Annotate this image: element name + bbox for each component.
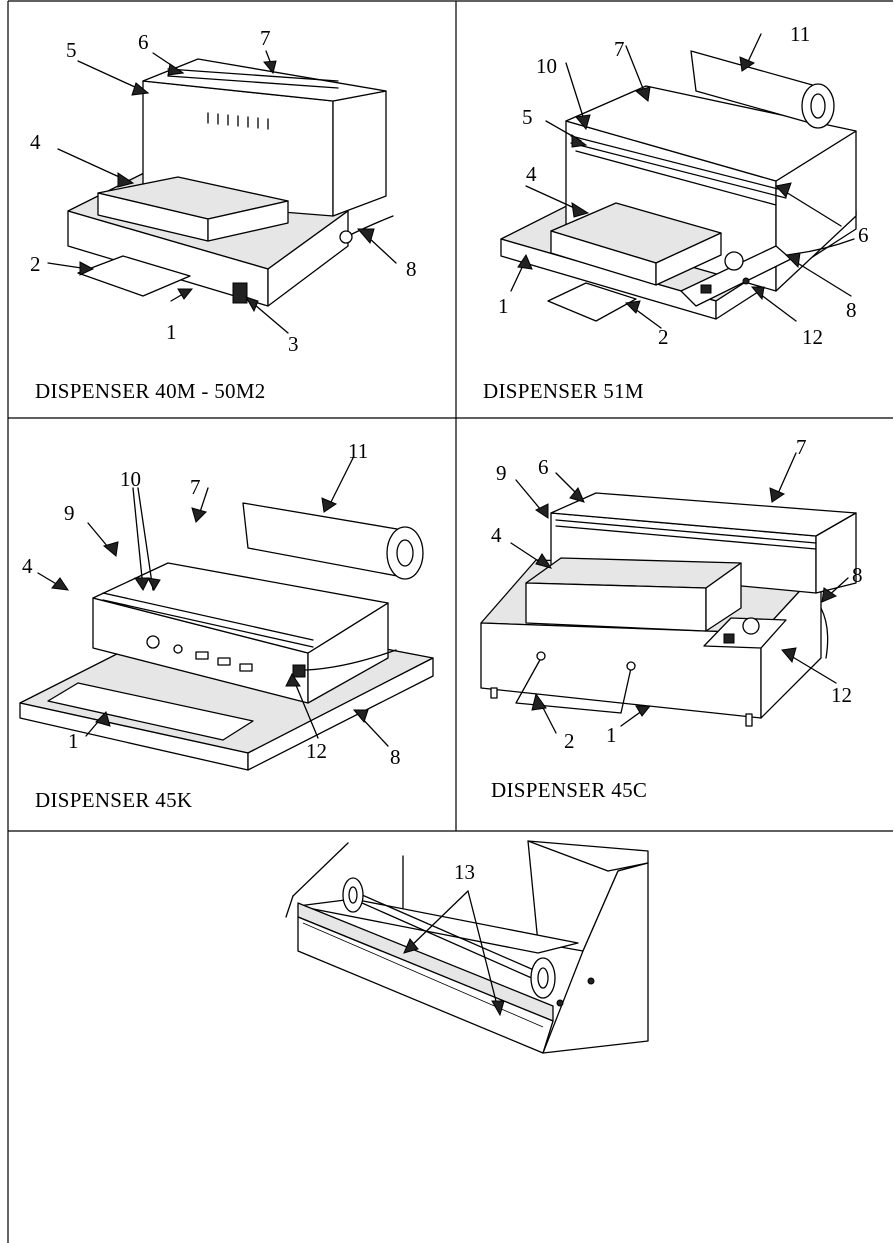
label-5: 5	[66, 38, 77, 62]
label-8: 8	[852, 563, 863, 587]
panel-dispenser-51m: 11 10 7 5 4 6 1 8 2 12 DISPENSER 51M	[456, 1, 893, 418]
label-8: 8	[406, 257, 417, 281]
panel-dispenser-45c: 6 7 9 4 8 12 2 1 DISPENSER 45C	[456, 418, 893, 831]
label-12: 12	[306, 739, 327, 763]
illustration-roller-detail: 13	[285, 840, 649, 1054]
label-2: 2	[30, 252, 41, 276]
label-7: 7	[190, 475, 201, 499]
label-11: 11	[348, 439, 368, 463]
label-12: 12	[831, 683, 852, 707]
label-2: 2	[658, 325, 669, 349]
label-13: 13	[454, 860, 475, 884]
label-7: 7	[260, 26, 271, 50]
illustration-dispenser-45c: 6 7 9 4 8 12 2 1	[480, 435, 863, 753]
label-1: 1	[166, 320, 177, 344]
label-4: 4	[491, 523, 502, 547]
caption: DISPENSER 45K	[35, 788, 193, 812]
label-9: 9	[64, 501, 75, 525]
label-2: 2	[564, 729, 575, 753]
label-7: 7	[614, 37, 625, 61]
caption: DISPENSER 45C	[491, 778, 648, 802]
label-4: 4	[22, 554, 33, 578]
caption: DISPENSER 40M - 50M2	[35, 379, 266, 403]
label-9: 9	[496, 461, 507, 485]
label-1: 1	[606, 723, 617, 747]
label-1: 1	[498, 294, 509, 318]
label-8: 8	[846, 298, 857, 322]
label-6: 6	[858, 223, 869, 247]
panel-dispenser-45k: 10 7 11 9 4 1 12 8 DISPENSER 45K	[8, 418, 456, 831]
caption: DISPENSER 51M	[483, 379, 644, 403]
label-12: 12	[802, 325, 823, 349]
illustration-dispenser-40m-50m2: 5 6 7 4 2 1 3 8	[30, 26, 417, 356]
label-7: 7	[796, 435, 807, 459]
label-1: 1	[68, 729, 79, 753]
label-10: 10	[120, 467, 141, 491]
label-5: 5	[522, 105, 533, 129]
label-4: 4	[526, 162, 537, 186]
label-4: 4	[30, 130, 41, 154]
illustration-dispenser-51m: 11 10 7 5 4 6 1 8 2 12	[498, 22, 869, 349]
panel-dispenser-40m-50m2: 5 6 7 4 2 1 3 8 DISPENSER 40M - 50M2	[8, 1, 456, 418]
panel-roller-detail: 13	[8, 831, 893, 1243]
label-10: 10	[536, 54, 557, 78]
label-6: 6	[138, 30, 149, 54]
label-3: 3	[288, 332, 299, 356]
illustration-dispenser-45k: 10 7 11 9 4 1 12 8	[19, 439, 434, 771]
label-8: 8	[390, 745, 401, 769]
label-11: 11	[790, 22, 810, 46]
label-6: 6	[538, 455, 549, 479]
